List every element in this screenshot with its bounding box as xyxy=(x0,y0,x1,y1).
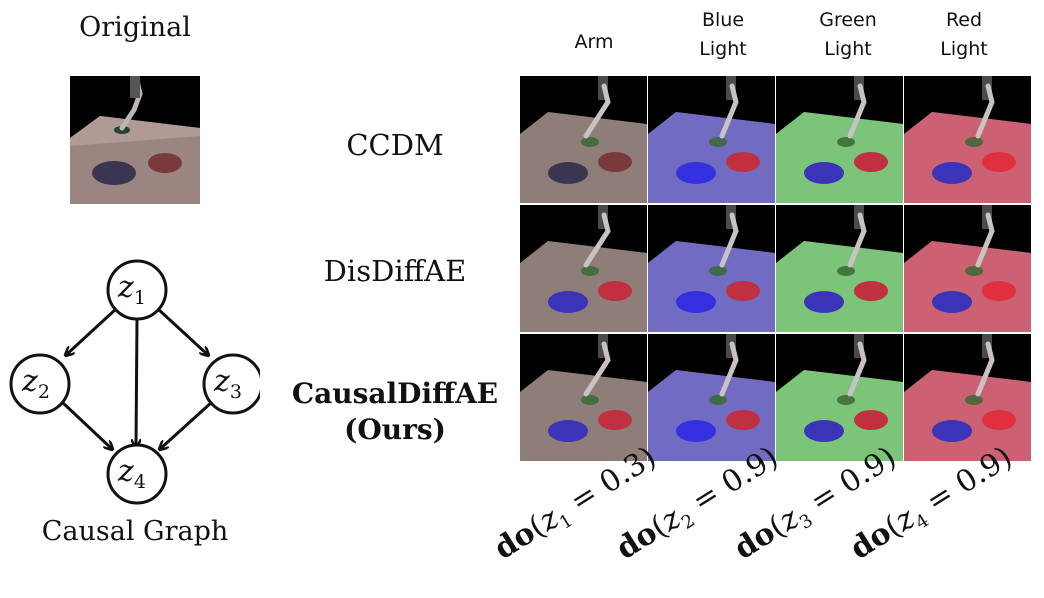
cell-ccdm-red-light xyxy=(904,76,1031,203)
node-z3 xyxy=(202,353,260,415)
original-image xyxy=(70,76,200,204)
original-title: Original xyxy=(79,12,191,43)
graph-edges xyxy=(60,307,214,449)
row-label-causaldiffae: CausalDiffAE(Ours) xyxy=(291,377,499,446)
cell-disdiffae-blue-light xyxy=(648,205,775,332)
cell-ccdm-arm xyxy=(520,76,647,203)
cell-ccdm-green-light xyxy=(776,76,903,203)
cell-disdiffae-red-light xyxy=(904,205,1031,332)
node-z4 xyxy=(106,443,168,505)
edge-z1-z3 xyxy=(156,307,208,355)
graph-title: Causal Graph xyxy=(41,516,229,547)
cell-causaldiffae-arm xyxy=(520,334,647,461)
node-z1 xyxy=(106,259,168,321)
causal-graph: z1 z2 z3 z4 xyxy=(0,252,260,512)
cell-causaldiffae-red-light xyxy=(904,334,1031,461)
node-z1-label: z1 xyxy=(118,270,146,309)
cell-causaldiffae-green-light xyxy=(776,334,903,461)
cell-ccdm-blue-light xyxy=(648,76,775,203)
node-z4-label: z4 xyxy=(118,454,146,493)
edge-z1-z4 xyxy=(136,318,137,447)
cell-disdiffae-green-light xyxy=(776,205,903,332)
edge-z1-z2 xyxy=(66,307,118,355)
edge-z2-z4 xyxy=(60,400,112,449)
node-z2-label: z2 xyxy=(22,364,50,403)
result-grid xyxy=(520,76,1032,462)
node-z3-label: z3 xyxy=(214,364,242,403)
edge-z3-z4 xyxy=(160,400,214,449)
row-label-ccdm: CCDM xyxy=(346,128,444,162)
col-header-arm: Arm xyxy=(574,31,614,53)
row-label-disdiffae: DisDiffAE xyxy=(323,254,467,288)
cell-causaldiffae-blue-light xyxy=(648,334,775,461)
node-z2 xyxy=(9,353,71,415)
cell-disdiffae-arm xyxy=(520,205,647,332)
